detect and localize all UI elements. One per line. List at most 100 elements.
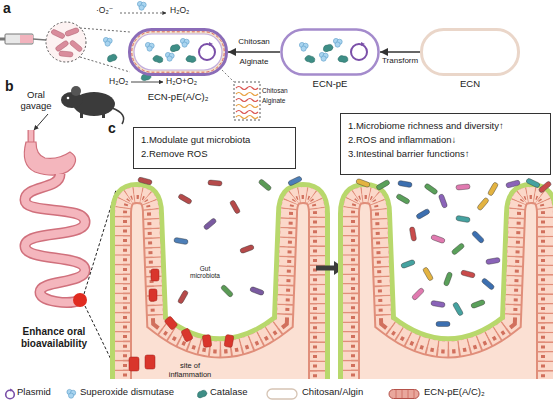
enzyme-icons — [106, 53, 118, 62]
bacteria-inset — [80, 28, 130, 32]
mouse — [34, 114, 48, 130]
arrow-connector — [380, 51, 420, 52]
healthy-villus — [452, 302, 463, 317]
engineered-bacterium — [333, 38, 342, 47]
legend-text: ECN-pE(A/C)₂ — [424, 386, 485, 397]
healthy-villus — [526, 178, 541, 188]
inflamed-villus — [129, 269, 234, 371]
inflamed-villus — [181, 328, 193, 342]
legend-text: Chitosan/Algin — [302, 386, 363, 397]
syringe — [33, 39, 46, 40]
healthy-villus — [411, 287, 424, 300]
bacteria-inset — [46, 22, 130, 72]
inflamed-villus — [258, 179, 272, 192]
box-line: 2.ROS and inflammation↓ — [348, 133, 543, 147]
healthy-villus — [461, 270, 476, 278]
chemical-label: H₂O₂ — [109, 77, 128, 87]
step-label: Oral gavage — [14, 90, 58, 112]
engineered-bacterium — [321, 56, 326, 61]
inflamed-villus — [115, 187, 325, 379]
inflamed-villus — [208, 180, 222, 186]
engineered-bacterium — [319, 52, 328, 61]
engineered-bacterium — [361, 42, 365, 46]
mouse — [80, 112, 83, 118]
native-bacterium: ECN — [420, 28, 520, 76]
healthy-villus — [356, 178, 552, 327]
healthy-villus — [477, 197, 490, 211]
function-box: 1.Modulate gut microbiota2.Remove ROS — [133, 127, 296, 169]
inflamed-villus — [138, 176, 303, 305]
healthy-villus — [398, 180, 413, 187]
healthy-villus — [456, 184, 470, 190]
big-arrow — [316, 266, 335, 271]
coated-bacterium — [169, 44, 180, 53]
legend-symbol — [389, 390, 419, 399]
coated-bacterium — [186, 55, 197, 63]
bacteria-inset — [55, 40, 69, 52]
legend-text: Catalase — [210, 386, 248, 397]
healthy-villus — [416, 208, 431, 219]
healthy-villus — [343, 178, 553, 379]
coating-inset — [222, 70, 234, 82]
coating-inset — [236, 111, 258, 114]
inflamed-villus — [174, 237, 189, 244]
legend-symbol — [266, 386, 298, 401]
site-label: site of inflammation — [158, 362, 222, 379]
bacterium-label: ECN-pE — [313, 78, 348, 89]
coating-label: Chitosan — [262, 87, 288, 94]
outcome-box: 1.Microbiome richness and diversity↑2.RO… — [340, 113, 551, 175]
inflamed-villus — [224, 334, 234, 347]
panel-letter: b — [5, 78, 14, 94]
inflamed-villus — [288, 176, 303, 186]
coated-bacterium — [182, 42, 187, 47]
legend-symbol — [67, 389, 76, 398]
healthy-villus — [436, 322, 450, 327]
arrow-connector — [228, 51, 280, 52]
coated-bacterium: ECN-pE(A/C)₂ — [128, 28, 228, 76]
coating-inset — [236, 116, 258, 119]
healthy-villus — [422, 267, 433, 282]
box-line: 1.Microbiome richness and diversity↑ — [348, 119, 543, 133]
healthy-villus — [451, 243, 465, 256]
bacterium-label: ECN-pE(A/C)₂ — [148, 91, 209, 102]
chemical-label: H₂O₂ — [170, 6, 189, 16]
box-line: 3.Intestinal barrier functions↑ — [348, 147, 543, 161]
native-bacterium — [422, 30, 519, 75]
inflamed-villus — [151, 269, 159, 281]
healthy-villus — [356, 178, 371, 187]
healthy-villus — [343, 187, 553, 379]
enzyme-icons — [120, 13, 166, 14]
engineered-bacterium — [282, 30, 379, 75]
coated-bacterium — [130, 30, 227, 75]
bacterium-label: ECN — [460, 78, 480, 89]
box-line: 2.Remove ROS — [141, 147, 288, 161]
legend-symbol — [267, 389, 297, 399]
inflamed-villus — [250, 286, 265, 295]
inflamed-villus — [240, 244, 255, 253]
coated-bacterium — [132, 32, 224, 72]
engineered-bacterium: ECN-pE — [280, 28, 380, 76]
coating-inset — [236, 87, 258, 119]
legend-symbol — [6, 390, 15, 399]
healthy-villus — [409, 227, 416, 242]
healthy-villus — [424, 183, 438, 195]
legend-symbol — [4, 386, 16, 401]
legend-symbol — [388, 388, 420, 400]
healthy-villus — [438, 194, 447, 209]
healthy-villus — [431, 234, 446, 243]
inflamed-villus — [129, 357, 139, 371]
edge-label: Transform — [382, 56, 418, 66]
mouse — [102, 112, 105, 118]
healthy-villus — [376, 179, 391, 190]
coated-bacterium — [147, 46, 152, 51]
panel-letter: c — [108, 120, 116, 136]
coated-bacterium — [134, 34, 222, 70]
engineered-bacterium — [304, 54, 316, 63]
legend-symbol — [196, 386, 208, 401]
mouse — [61, 92, 83, 108]
healthy-villus — [431, 300, 446, 307]
healthy-villus — [401, 259, 416, 268]
engineered-bacterium — [351, 44, 367, 60]
engineered-bacterium — [322, 44, 333, 53]
coated-bacterium — [180, 38, 189, 47]
